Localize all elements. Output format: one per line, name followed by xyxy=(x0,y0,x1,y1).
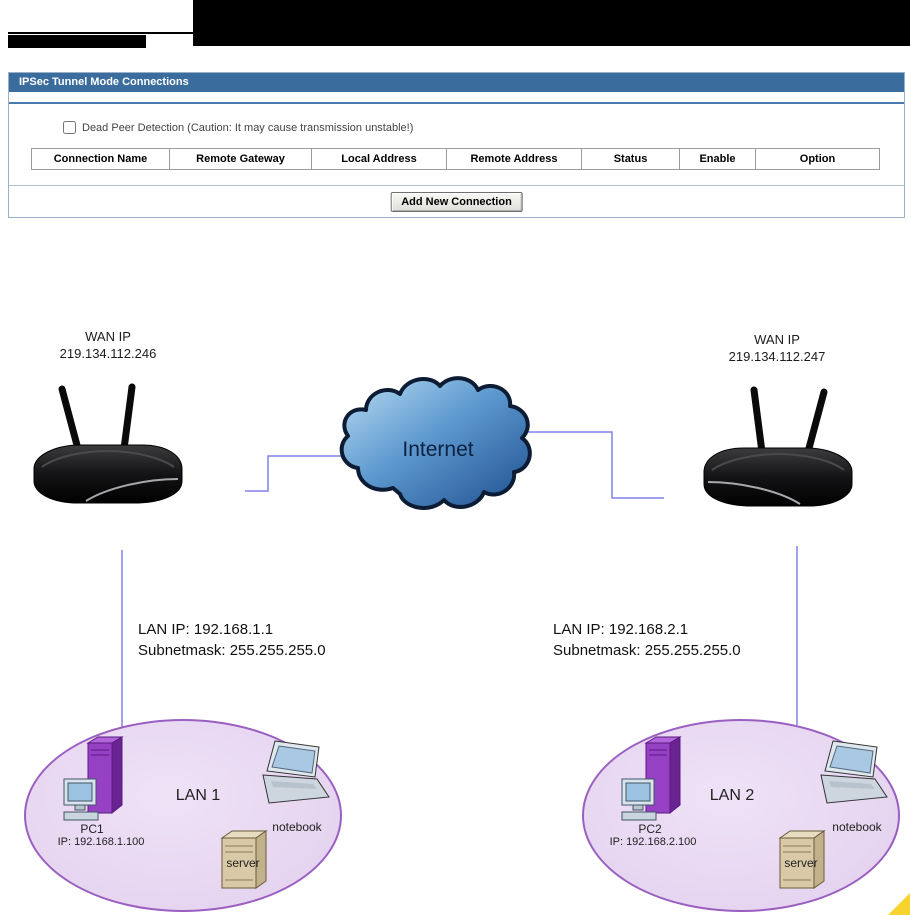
wan-ip-label-left: WAN IP 219.134.112.246 xyxy=(38,328,178,362)
col-local-address: Local Address xyxy=(311,148,447,170)
router-icon-left xyxy=(33,383,183,504)
col-connection-name: Connection Name xyxy=(31,148,170,170)
pc2-ip-label: IP: 192.168.2.100 xyxy=(609,836,697,848)
col-status: Status xyxy=(581,148,680,170)
lan-subnet-left: Subnetmask: 255.255.255.0 xyxy=(138,642,326,659)
header-divider xyxy=(8,32,194,34)
add-new-connection-button[interactable]: Add New Connection xyxy=(390,192,523,212)
pc-icon-lan2 xyxy=(621,736,682,821)
wan-ip-value-right: 219.134.112.247 xyxy=(728,349,826,364)
notebook-icon-lan1 xyxy=(262,740,330,804)
notebook1-label: notebook xyxy=(272,820,322,834)
wan-ip-title-right: WAN IP xyxy=(754,332,800,347)
panel-title: IPSec Tunnel Mode Connections xyxy=(9,73,904,92)
corner-highlight xyxy=(888,893,910,915)
ipsec-panel: IPSec Tunnel Mode Connections Dead Peer … xyxy=(8,72,905,218)
panel-divider-top xyxy=(9,102,904,104)
wan-ip-label-right: WAN IP 219.134.112.247 xyxy=(703,331,851,365)
notebook-icon-lan2 xyxy=(820,740,888,804)
pc1-ip-label: IP: 192.168.1.100 xyxy=(57,836,145,848)
col-remote-address: Remote Address xyxy=(446,148,582,170)
lan2-name: LAN 2 xyxy=(709,787,755,804)
server-icon-lan1 xyxy=(220,830,268,889)
internet-cloud-icon xyxy=(339,376,532,510)
document-header-bar xyxy=(193,0,910,46)
dead-peer-detection-checkbox[interactable] xyxy=(63,121,76,134)
lan-ip-left: LAN IP: 192.168.1.1 xyxy=(138,621,274,638)
pc1-label: PC1 xyxy=(80,822,104,836)
wan-ip-title-left: WAN IP xyxy=(85,329,131,344)
dead-peer-detection-row: Dead Peer Detection (Caution: It may cau… xyxy=(63,121,413,134)
server-icon-lan2 xyxy=(778,830,826,889)
connections-table-header-row: Connection Name Remote Gateway Local Add… xyxy=(31,148,880,170)
lan-ip-right: LAN IP: 192.168.2.1 xyxy=(553,621,689,638)
router-icon-right xyxy=(703,386,853,507)
header-chapter-chip xyxy=(8,35,146,48)
col-enable: Enable xyxy=(679,148,756,170)
wan-ip-value-left: 219.134.112.246 xyxy=(59,346,157,361)
col-remote-gateway: Remote Gateway xyxy=(169,148,312,170)
lan-subnet-right: Subnetmask: 255.255.255.0 xyxy=(553,642,741,659)
notebook2-label: notebook xyxy=(832,820,882,834)
col-option: Option xyxy=(755,148,880,170)
connections-table: Connection Name Remote Gateway Local Add… xyxy=(31,148,880,170)
server1-label: server xyxy=(226,856,260,870)
lan1-name: LAN 1 xyxy=(175,787,221,804)
dead-peer-detection-label: Dead Peer Detection (Caution: It may cau… xyxy=(82,121,414,134)
panel-divider-bottom xyxy=(9,185,904,186)
lan-info-right: LAN IP: 192.168.2.1 Subnetmask: 255.255.… xyxy=(553,619,741,661)
pc-icon-lan1 xyxy=(63,736,124,821)
lan-info-left: LAN IP: 192.168.1.1 Subnetmask: 255.255.… xyxy=(138,619,326,661)
server2-label: server xyxy=(784,856,818,870)
pc2-label: PC2 xyxy=(638,822,662,836)
internet-label: Internet xyxy=(402,438,474,461)
